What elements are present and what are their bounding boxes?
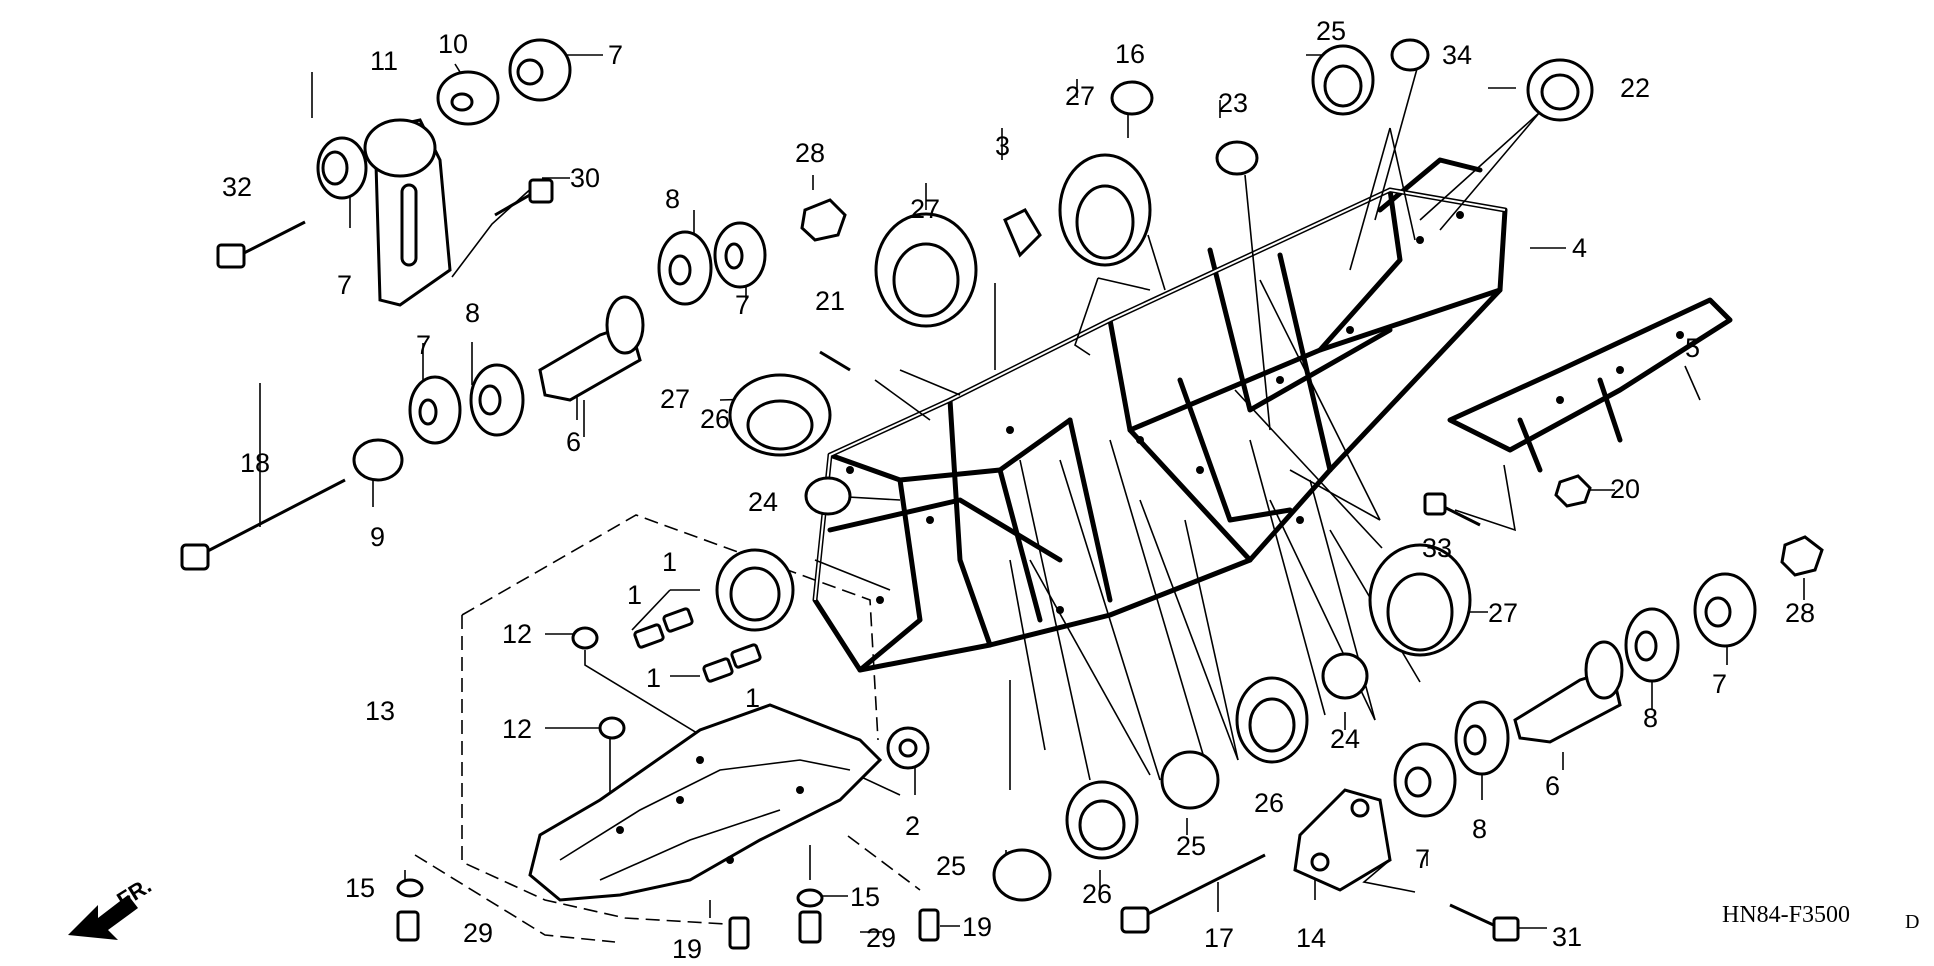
callout: 7 bbox=[1712, 669, 1727, 699]
sub-frame bbox=[1447, 297, 1733, 473]
drawing-code: HN84-F3500 D bbox=[1722, 902, 1919, 933]
main-frame bbox=[812, 157, 1508, 673]
callout: 1 bbox=[646, 663, 661, 693]
callout: 6 bbox=[1545, 771, 1560, 801]
callout: 14 bbox=[1296, 923, 1326, 953]
callout: 20 bbox=[1610, 474, 1640, 504]
callout: 13 bbox=[365, 696, 395, 726]
callout: 19 bbox=[672, 934, 702, 964]
callout: 12 bbox=[502, 714, 532, 744]
callout: 4 bbox=[1572, 233, 1587, 263]
callout: 7 bbox=[608, 40, 623, 70]
callout: 8 bbox=[465, 298, 480, 328]
revision-mark: D bbox=[1905, 911, 1919, 933]
callout: 16 bbox=[1115, 39, 1145, 69]
bolt-32 bbox=[216, 220, 306, 269]
callout: 9 bbox=[370, 522, 385, 552]
callout: 22 bbox=[1620, 73, 1650, 103]
callout: 8 bbox=[665, 184, 680, 214]
callout: 24 bbox=[1330, 724, 1360, 754]
callout: 2 bbox=[905, 811, 920, 841]
callout: 3 bbox=[995, 131, 1010, 161]
callout: 25 bbox=[936, 851, 966, 881]
callout: 6 bbox=[566, 427, 581, 457]
callout: 23 bbox=[1218, 88, 1248, 118]
callout: 7 bbox=[416, 330, 431, 360]
callout: 8 bbox=[1643, 703, 1658, 733]
callout: 10 bbox=[438, 29, 468, 59]
callout: 34 bbox=[1442, 40, 1472, 70]
callout: 1 bbox=[627, 580, 642, 610]
callout: 29 bbox=[866, 923, 896, 953]
callout: 27 bbox=[1065, 81, 1095, 111]
callout: 25 bbox=[1176, 831, 1206, 861]
callout: 19 bbox=[962, 912, 992, 942]
callout: 26 bbox=[700, 404, 730, 434]
leader-lines bbox=[259, 54, 1805, 943]
callout: 29 bbox=[463, 918, 493, 948]
callout: 12 bbox=[502, 619, 532, 649]
callout: 26 bbox=[1254, 788, 1284, 818]
callout: 18 bbox=[240, 448, 270, 478]
callout: 27 bbox=[1488, 598, 1518, 628]
drawing-code-text: HN84-F3500 bbox=[1722, 902, 1850, 928]
callout: 26 bbox=[1082, 879, 1112, 909]
direction-arrow: FR. bbox=[68, 873, 156, 940]
callout: 30 bbox=[570, 163, 600, 193]
callout: 1 bbox=[662, 547, 677, 577]
callout: 7 bbox=[337, 270, 352, 300]
callout: 31 bbox=[1552, 922, 1582, 952]
callout: 28 bbox=[1785, 598, 1815, 628]
callout: 7 bbox=[735, 290, 750, 320]
callout: 8 bbox=[1472, 814, 1487, 844]
callout: 15 bbox=[345, 873, 375, 903]
callout: 28 bbox=[795, 138, 825, 168]
parts bbox=[180, 38, 1824, 950]
callout: 27 bbox=[910, 194, 940, 224]
callout: 25 bbox=[1316, 16, 1346, 46]
callout-labels: 1 1 1 1 2 3 4 5 6 6 7 7 7 7 7 7 8 8 8 8 … bbox=[222, 16, 1815, 964]
callout: 7 bbox=[1415, 844, 1430, 874]
callout: 1 bbox=[745, 683, 760, 713]
callout: 27 bbox=[660, 384, 690, 414]
callout: 24 bbox=[748, 487, 778, 517]
callout: 33 bbox=[1422, 533, 1452, 563]
callout: 11 bbox=[370, 46, 398, 76]
callout: 17 bbox=[1204, 923, 1234, 953]
callout: 15 bbox=[850, 882, 880, 912]
callout: 5 bbox=[1685, 333, 1700, 363]
callout: 21 bbox=[815, 286, 845, 316]
callout: 32 bbox=[222, 172, 252, 202]
